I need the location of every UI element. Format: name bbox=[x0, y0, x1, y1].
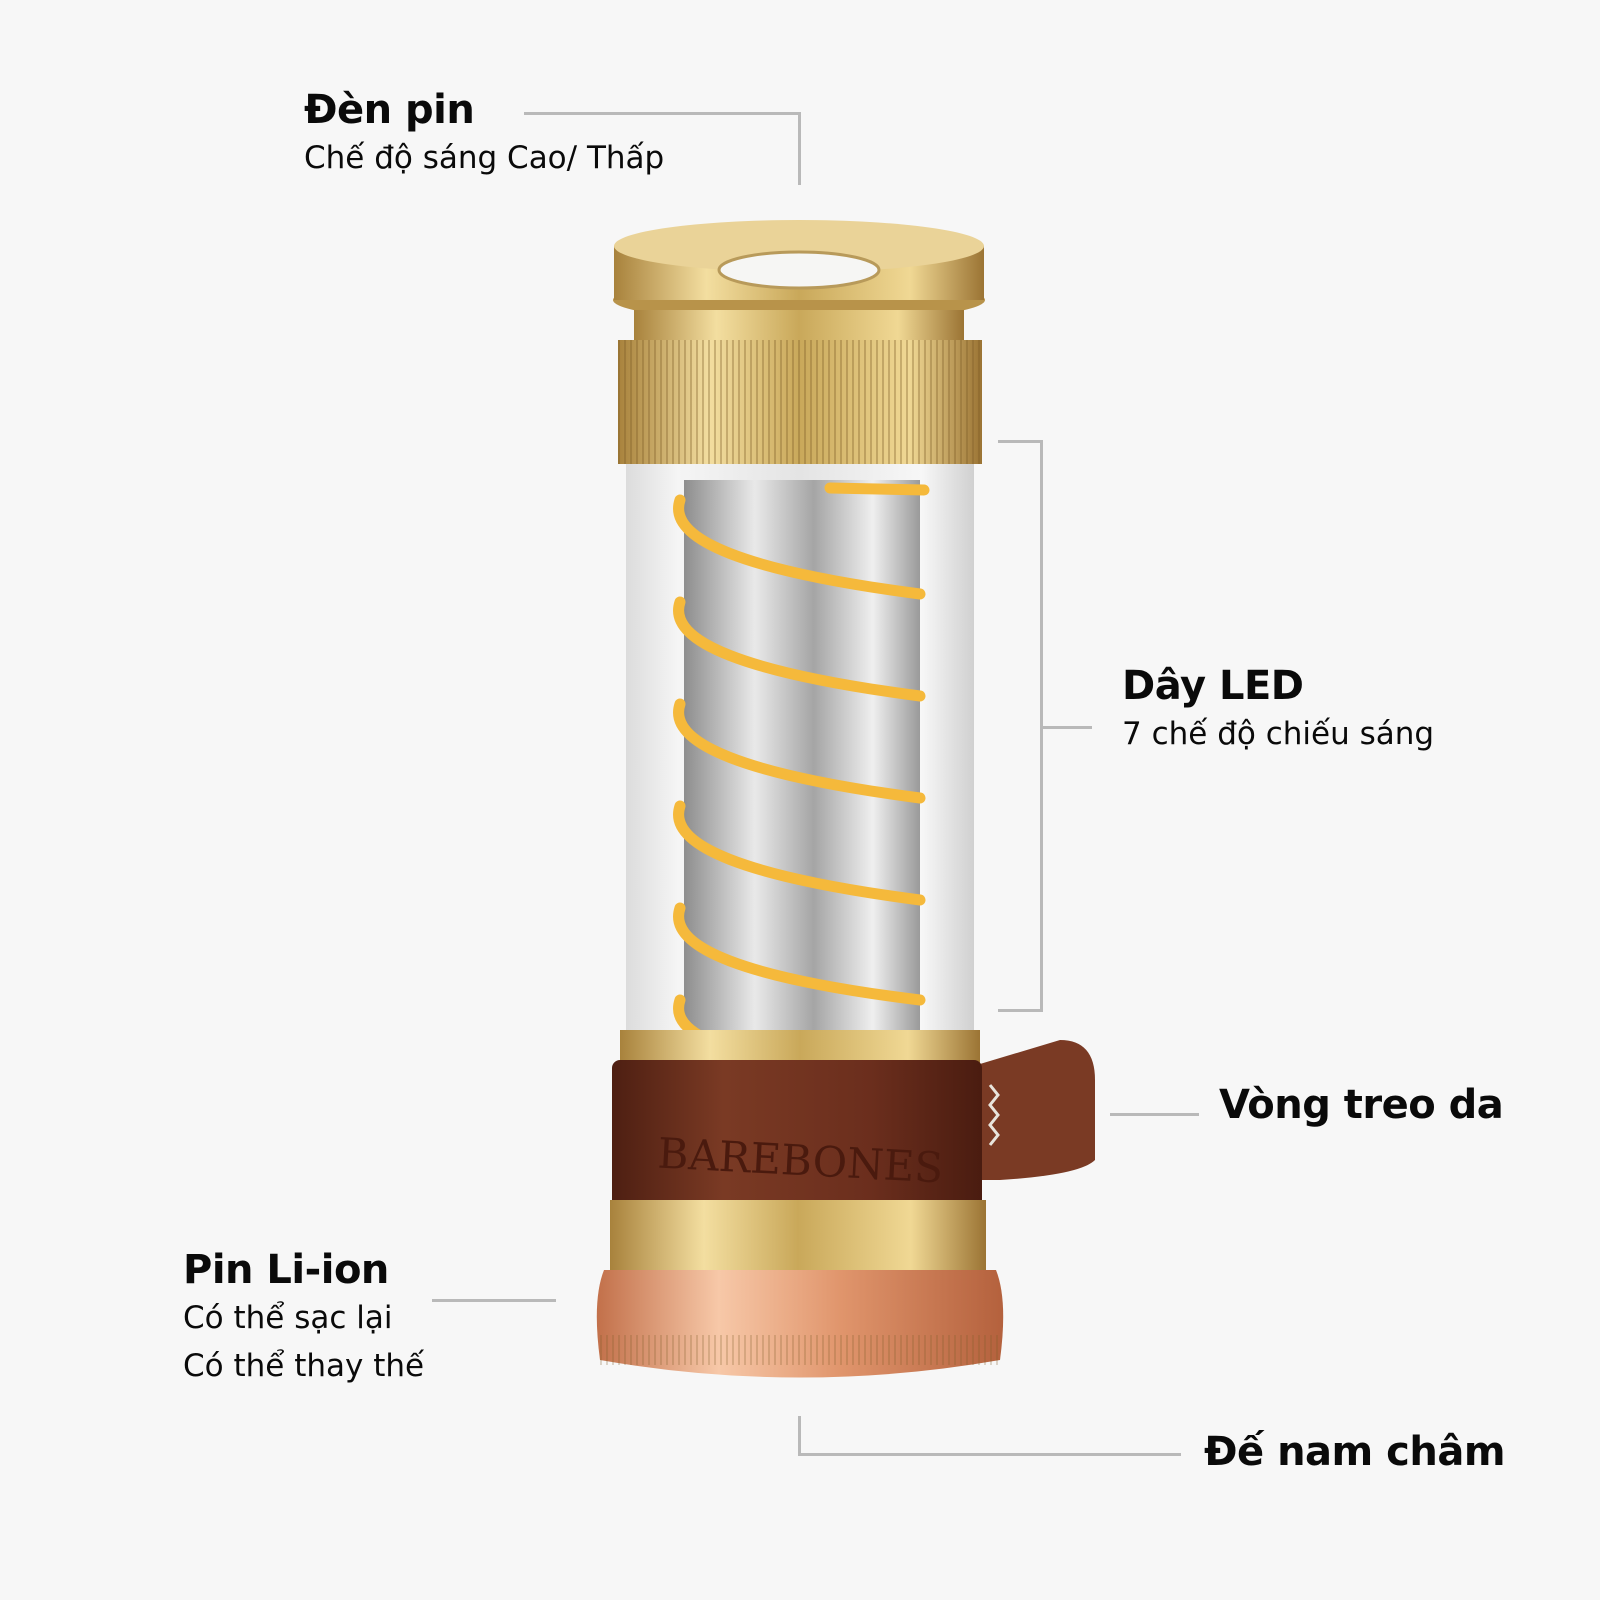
callout-line: Có thể thay thế bbox=[183, 1348, 425, 1384]
leader-led-top bbox=[998, 440, 1042, 443]
brass-ring bbox=[610, 1200, 986, 1270]
leader-base-h bbox=[798, 1453, 1181, 1456]
leader-battery bbox=[432, 1299, 556, 1302]
callout-flashlight: Đèn pin Chế độ sáng Cao/ Thấp bbox=[304, 86, 664, 182]
flashlight-lens bbox=[717, 250, 881, 290]
callout-subtitle: 7 chế độ chiếu sáng bbox=[1122, 716, 1435, 752]
callout-title: Đế nam châm bbox=[1204, 1429, 1506, 1475]
callout-title: Đèn pin bbox=[304, 87, 475, 133]
leader-flashlight-h bbox=[524, 112, 801, 115]
callout-battery: Pin Li-ion Có thể sạc lại Có thể thay th… bbox=[183, 1246, 424, 1390]
callout-subtitle: Chế độ sáng Cao/ Thấp bbox=[304, 140, 665, 176]
callout-line: Có thể sạc lại bbox=[183, 1300, 393, 1336]
leader-led-mid bbox=[1040, 726, 1092, 729]
callout-base: Đế nam châm bbox=[1204, 1428, 1506, 1476]
callout-title: Dây LED bbox=[1122, 663, 1304, 709]
callout-title: Pin Li-ion bbox=[183, 1247, 389, 1293]
leather-strap bbox=[960, 1040, 1095, 1180]
leader-base-v bbox=[798, 1416, 801, 1456]
leader-strap bbox=[1110, 1113, 1199, 1116]
leader-led-bottom bbox=[998, 1009, 1042, 1012]
callout-strap: Vòng treo da bbox=[1219, 1081, 1504, 1129]
callout-led: Dây LED 7 chế độ chiếu sáng bbox=[1122, 662, 1434, 758]
led-filament bbox=[673, 482, 930, 1054]
callout-title: Vòng treo da bbox=[1219, 1082, 1504, 1128]
leader-flashlight-v bbox=[798, 112, 801, 185]
